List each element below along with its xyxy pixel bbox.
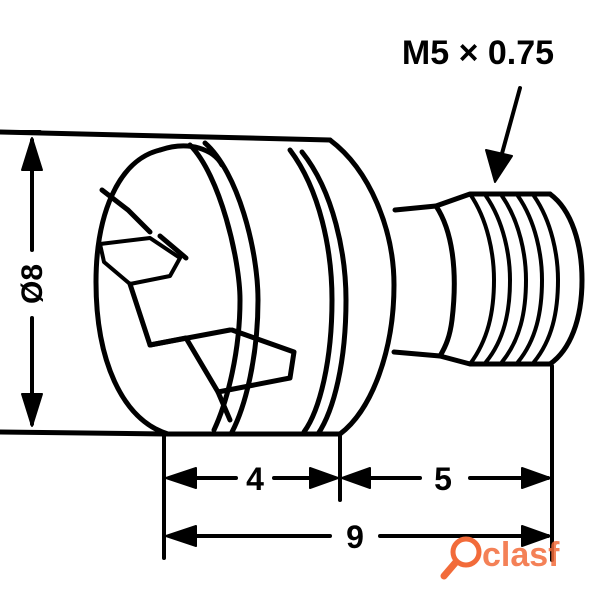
diameter-label: Ø8 bbox=[16, 264, 49, 304]
thread-callout: M5 × 0.75 bbox=[402, 34, 554, 72]
slotted-head bbox=[93, 143, 297, 437]
thread-leader-arrow bbox=[485, 86, 522, 183]
watermark: clasf bbox=[440, 536, 560, 580]
collar-rims bbox=[187, 137, 397, 437]
watermark-text: clasf bbox=[482, 536, 560, 574]
dimension-label-9: 9 bbox=[346, 519, 364, 555]
dimension-label-5: 5 bbox=[434, 461, 452, 497]
neck bbox=[391, 203, 457, 359]
length-extension-lines bbox=[162, 364, 554, 562]
dimension-label-4: 4 bbox=[246, 461, 264, 497]
dim-line-9 bbox=[165, 525, 551, 547]
threaded-stud bbox=[433, 191, 585, 367]
dim-line-5 bbox=[341, 467, 551, 489]
cylinder-body bbox=[0, 129, 343, 437]
magnifier-icon bbox=[440, 536, 482, 580]
diameter-dimension-line bbox=[21, 137, 43, 427]
dim-line-4 bbox=[165, 467, 339, 489]
diameter-extension-lines bbox=[0, 130, 42, 434]
